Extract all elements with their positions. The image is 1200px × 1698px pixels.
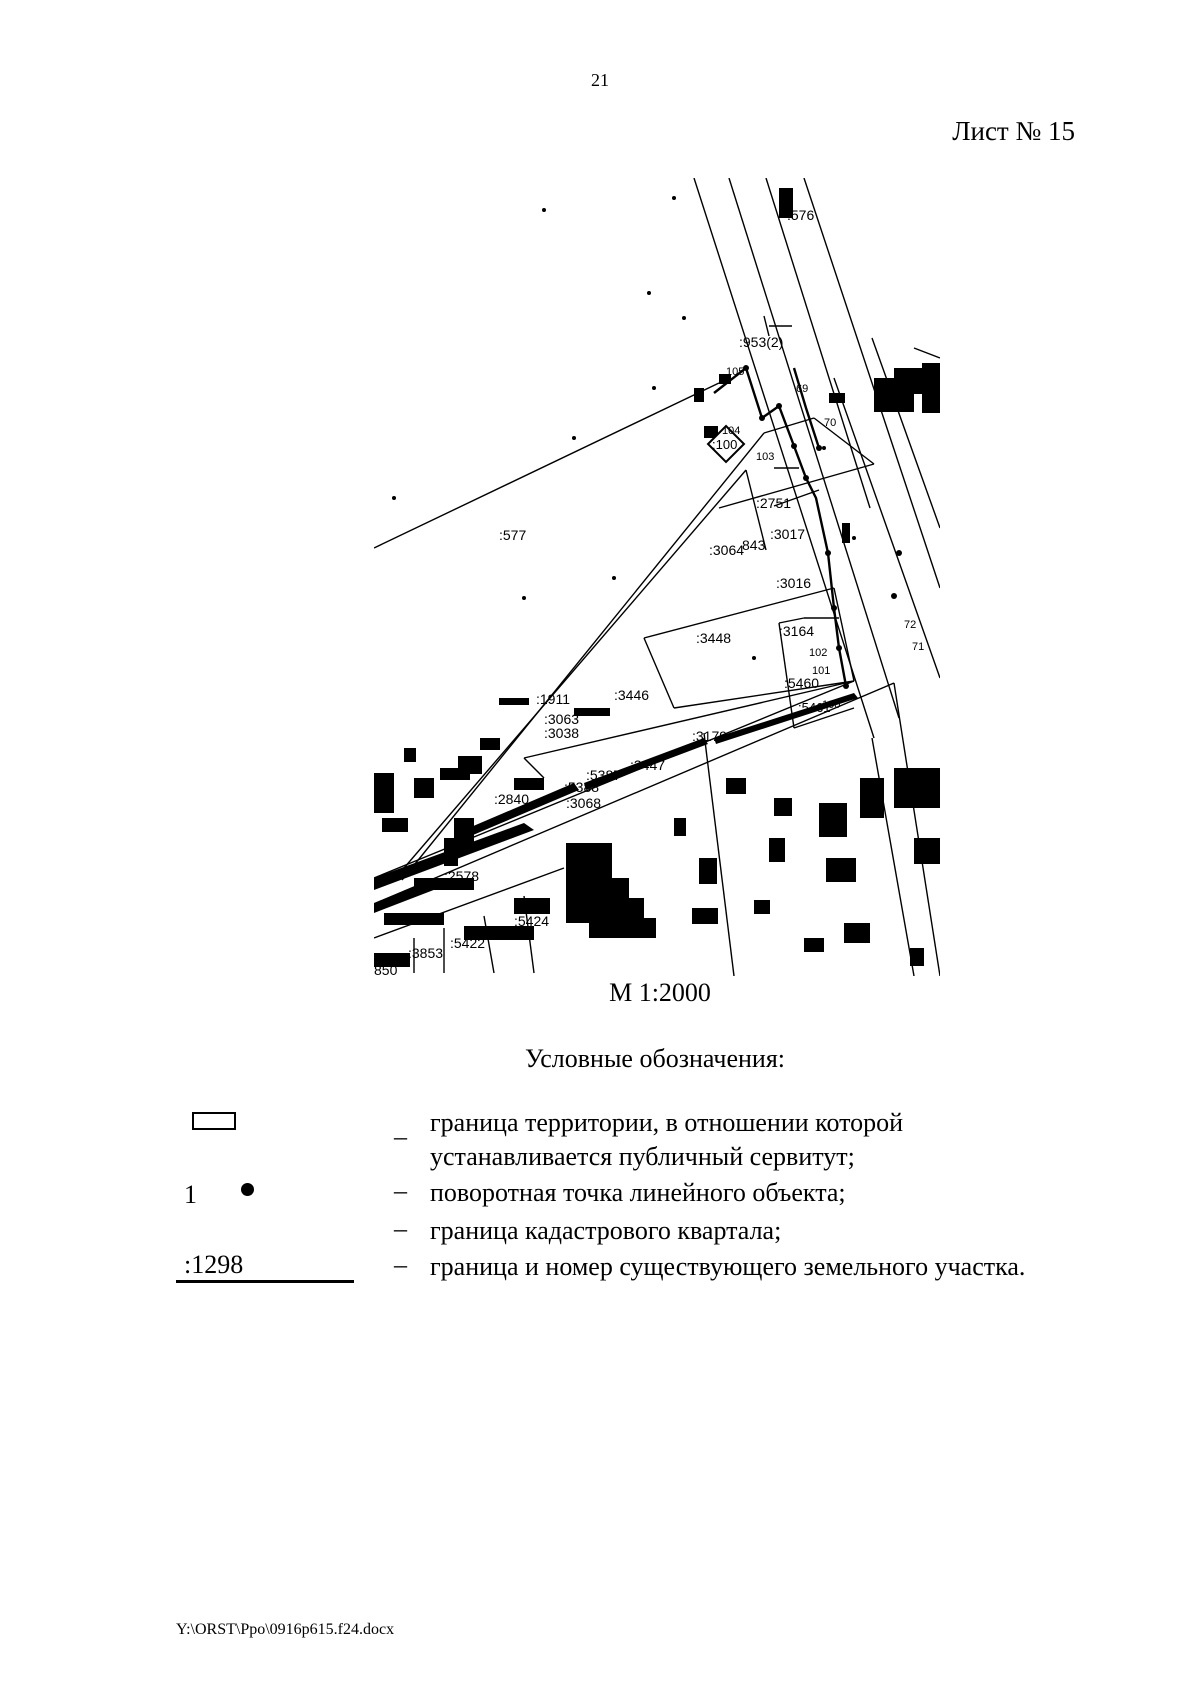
legend-point-number: 1: [184, 1180, 197, 1209]
point-71: 71: [912, 641, 924, 653]
label-3446: :3446: [614, 687, 649, 703]
legend-item-4: граница и номер существующего земельного…: [430, 1252, 1026, 1281]
label-5424: :5424: [514, 913, 549, 929]
label-3038: :3038: [544, 725, 579, 741]
legend-dash: –: [394, 1250, 407, 1279]
point-105: 105: [726, 366, 744, 378]
turning-point-symbol: [241, 1183, 254, 1196]
legend-dash: –: [394, 1214, 407, 1243]
label-5388: :5388: [564, 779, 599, 795]
label-3448: :3448: [696, 630, 731, 646]
label-3164: :3164: [779, 623, 814, 639]
page-number: 21: [591, 70, 609, 90]
legend-item-1-line2: устанавливается публичный сервитут;: [430, 1142, 855, 1171]
label-953: :953(2): [739, 334, 783, 350]
parcel-boundary-symbol: [176, 1280, 354, 1283]
point-100: 100: [822, 699, 840, 711]
point-101: 101: [812, 665, 830, 677]
label-3064: :3064: [709, 542, 744, 558]
parcel-number-symbol: :1298: [184, 1250, 244, 1279]
label-100-diamond: :100: [712, 437, 737, 452]
point-70: 70: [824, 417, 836, 429]
label-5422: :5422: [450, 935, 485, 951]
legend-dash: –: [394, 1122, 407, 1151]
legend-item-3: граница кадастрового квартала;: [430, 1216, 782, 1245]
label-5387: :5387: [586, 767, 621, 783]
label-576: :576: [787, 207, 814, 223]
sheet-label: Лист № 15: [952, 116, 1075, 146]
label-3068: :3068: [566, 795, 601, 811]
servitude-boundary-symbol: [192, 1112, 236, 1130]
label-1911: :1911: [536, 691, 570, 707]
label-3016: :3016: [776, 575, 811, 591]
point-99: 99: [894, 777, 906, 789]
label-5423: :5423: [482, 925, 517, 941]
map-svg: :576 :953(2) :577 :100 :2751 :3064 843 :…: [374, 178, 940, 976]
diamond-symbol: [706, 424, 746, 464]
turning-points: [743, 365, 902, 689]
road-band: [374, 693, 858, 913]
cadastral-map: :576 :953(2) :577 :100 :2751 :3064 843 :…: [374, 178, 940, 976]
map-texture: [374, 188, 940, 967]
map-scale: М 1:2000: [609, 978, 711, 1007]
legend-item-2: поворотная точка линейного объекта;: [430, 1178, 846, 1207]
label-3447: :3447: [630, 757, 665, 773]
point-103: 103: [756, 451, 774, 463]
label-3063: :3063: [544, 711, 579, 727]
legend-dash: –: [394, 1176, 407, 1205]
label-3017: :3017: [770, 526, 805, 542]
label-3853: :3853: [408, 945, 443, 961]
map-boundaries: [374, 178, 940, 976]
label-2751: :2751: [756, 495, 791, 511]
label-5460: :5460: [784, 675, 819, 691]
label-3179: :3179: [692, 728, 727, 744]
label-5461: :5461: [798, 700, 831, 715]
label-2840: :2840: [494, 791, 529, 807]
label-843: 843: [742, 537, 766, 553]
point-72: 72: [904, 619, 916, 631]
legend-item-1-line1: граница территории, в отношении которой: [430, 1108, 904, 1137]
label-577: :577: [499, 527, 526, 543]
label-2578: :2578: [444, 868, 479, 884]
label-850: 850: [374, 962, 398, 976]
point-69: 69: [796, 383, 808, 395]
point-104: 104: [722, 425, 740, 437]
point-102: 102: [809, 647, 827, 659]
legend-title: Условные обозначения:: [524, 1044, 786, 1073]
footer-file-path: Y:\ORST\Ppo\0916p615.f24.docx: [176, 1621, 395, 1638]
